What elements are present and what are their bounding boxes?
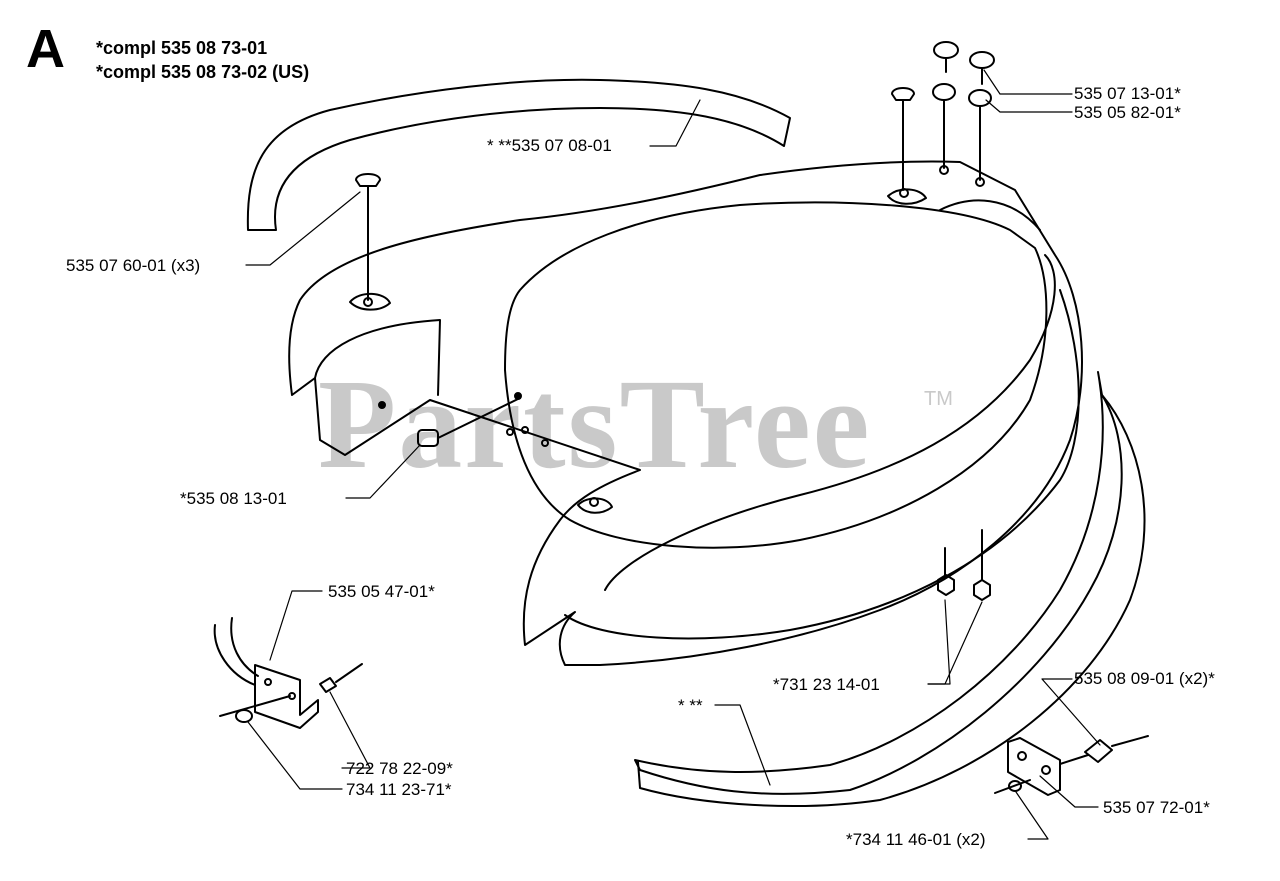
callout-535-08-09-01: 535 08 09-01 (x2)* (1074, 669, 1215, 688)
cover-lip (564, 289, 1080, 640)
kit-number-line-2: *compl 535 08 73-02 (US) (96, 62, 310, 82)
clamp-plate (1007, 737, 1061, 796)
hole-4 (521, 426, 529, 434)
knob-1 (933, 41, 959, 59)
wire-2 (230, 617, 259, 677)
trademark-mark: TM (924, 388, 953, 410)
hole-5 (541, 439, 549, 447)
switch-bracket (254, 664, 319, 729)
callout-535-07-13-01: 535 07 13-01* (1074, 84, 1181, 103)
nut-2 (973, 579, 991, 601)
boss-front (577, 497, 613, 514)
screw-switch (319, 677, 337, 693)
washer-clamp (1008, 780, 1022, 792)
hole-1 (378, 401, 386, 409)
watermark: PartsTree (318, 353, 872, 495)
washer-switch (235, 709, 253, 723)
callout-535-07-08-01: * **535 07 08-01 (487, 136, 612, 155)
cover-panel (504, 201, 1048, 549)
kit-number-line-1: *compl 535 08 73-01 (96, 38, 268, 58)
boss-front-hole (589, 497, 599, 507)
callout-535-07-60-01: 535 07 60-01 (x3) (66, 256, 201, 275)
screw-head-right (891, 87, 915, 101)
cover-inner-curve (604, 254, 1056, 591)
pin (1084, 739, 1113, 763)
callout-535-05-47-01: 535 05 47-01* (328, 582, 435, 601)
callout-734-11-46-01: *734 11 46-01 (x2) (846, 830, 986, 849)
callout-734-11-23-71: 734 11 23-71* (346, 780, 452, 799)
main-cover (288, 160, 1083, 666)
section-letter: A (26, 19, 65, 79)
boss-left (349, 292, 391, 311)
bracket-hole-1 (264, 678, 272, 686)
callout-535-08-13-01: *535 08 13-01 (180, 489, 287, 508)
knob-2 (969, 51, 995, 69)
callout-535-05-82-01: 535 05 82-01* (1074, 103, 1181, 122)
spacer-2 (968, 89, 992, 107)
hole-3 (506, 428, 514, 436)
leader-lines (245, 69, 1101, 840)
callout-535-07-72-01: 535 07 72-01* (1103, 798, 1210, 817)
cover-top-right (939, 199, 1041, 231)
plug (417, 429, 439, 447)
callout-722-78-22-09: 722 78 22-09* (346, 759, 453, 778)
spacer-1 (932, 83, 956, 101)
lower-strip (634, 371, 1123, 795)
callout-lower-strip: * ** (678, 696, 703, 715)
upper-strip (246, 78, 791, 231)
wire-1 (213, 624, 256, 686)
callout-731-23-14-01: *731 23 14-01 (773, 675, 880, 694)
screw-head-left (355, 173, 381, 187)
cover-front-edge (314, 319, 441, 396)
